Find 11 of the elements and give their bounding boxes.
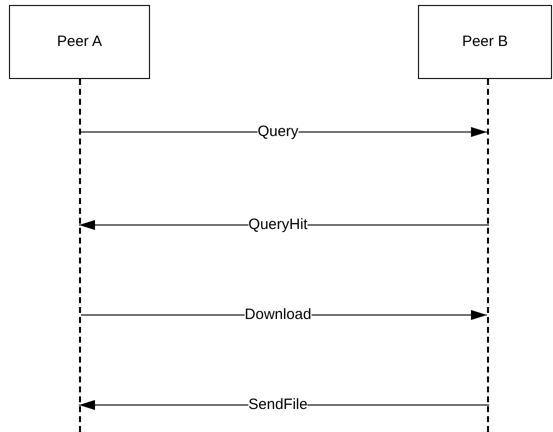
participant-box xyxy=(418,5,552,79)
participant-box xyxy=(9,5,150,79)
edge-label: QueryHit xyxy=(248,217,308,232)
edge-label: Download xyxy=(244,307,312,322)
edge-label: SendFile xyxy=(248,397,308,412)
edge-label: Query xyxy=(258,124,298,139)
message-arrow xyxy=(80,127,488,137)
lifeline xyxy=(487,79,489,432)
participant-label: Peer A xyxy=(56,32,102,52)
lifeline xyxy=(79,79,81,432)
participant-label: Peer B xyxy=(462,32,508,52)
